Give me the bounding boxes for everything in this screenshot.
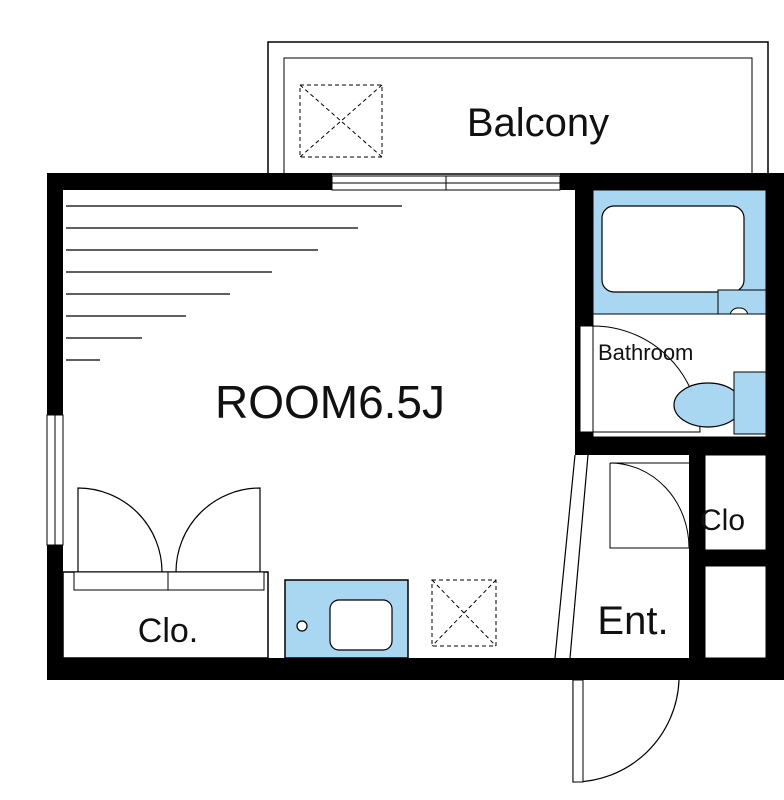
balcony-label: Balcony [467,101,609,145]
bathroom-label: Bathroom [598,340,693,365]
bathroom: Bathroom [579,189,767,438]
room-marker-icon [431,579,497,647]
entrance: Ent. [554,454,690,659]
left-window [46,414,64,546]
entrance-label: Ent. [597,599,668,643]
closet-side-label: Clo [700,504,745,537]
entrance-door [572,679,680,783]
closet-side: Clo [700,454,767,659]
closet-main: Clo. [62,487,269,659]
balcony-marker-icon [299,84,383,158]
closet-main-label: Clo. [138,612,198,650]
top-window [331,175,561,191]
stair-lines [66,205,402,361]
room-label: ROOM6.5J [215,376,445,428]
kitchen-sink [284,579,409,659]
balcony: Balcony [267,41,769,175]
